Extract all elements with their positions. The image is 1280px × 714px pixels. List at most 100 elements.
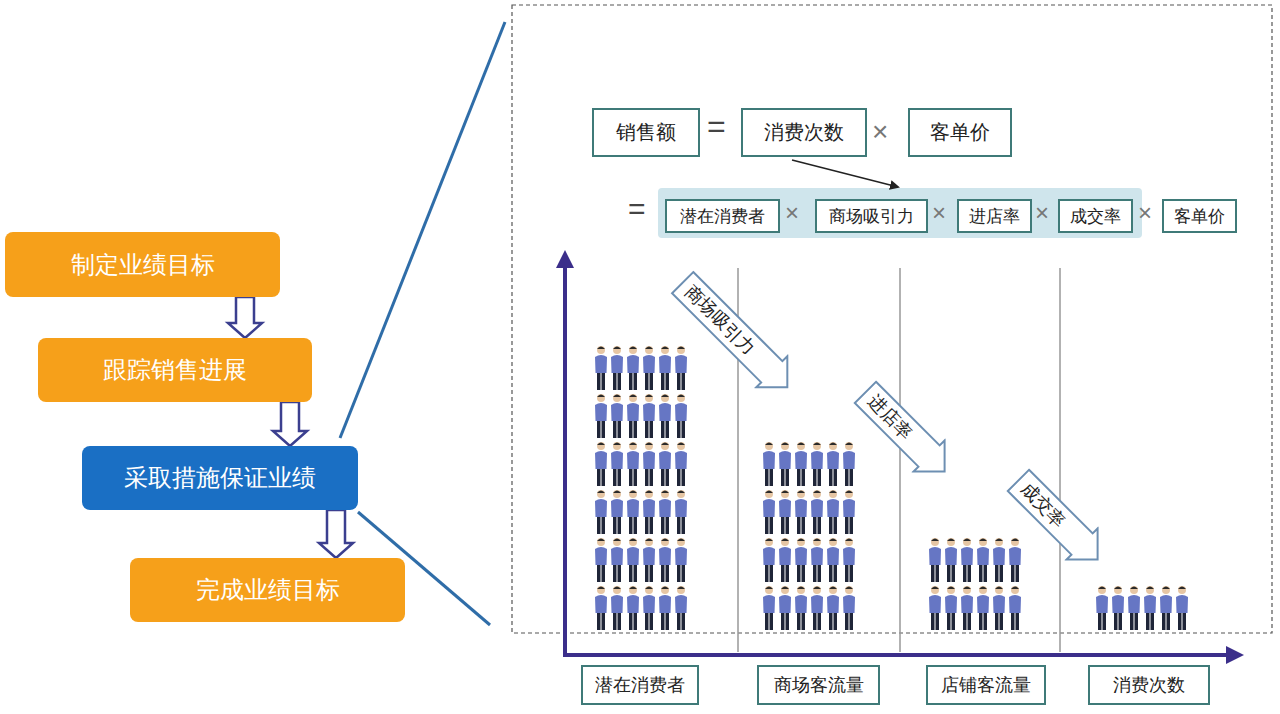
person-head bbox=[797, 538, 805, 546]
person-leg bbox=[1016, 612, 1020, 630]
person-hair bbox=[931, 539, 939, 542]
formula-pointer bbox=[792, 160, 898, 187]
person-body bbox=[611, 403, 623, 421]
person-hair bbox=[1098, 587, 1106, 590]
person-leg bbox=[995, 612, 999, 630]
person-leg bbox=[1098, 612, 1102, 630]
person-head bbox=[677, 538, 685, 546]
person-leg bbox=[845, 468, 849, 486]
person-leg bbox=[1183, 612, 1187, 630]
person-head bbox=[661, 346, 669, 354]
person-hair bbox=[979, 539, 987, 542]
operator-label: × bbox=[872, 116, 888, 148]
person-leg bbox=[597, 612, 601, 630]
person-leg bbox=[802, 612, 806, 630]
person-figure bbox=[811, 442, 823, 486]
person-figure bbox=[1009, 586, 1021, 630]
person-leg bbox=[1167, 612, 1171, 630]
person-figure bbox=[1144, 586, 1156, 630]
person-leg bbox=[1103, 612, 1107, 630]
person-leg bbox=[650, 420, 654, 438]
divider-line bbox=[899, 268, 901, 652]
person-hair bbox=[597, 587, 605, 590]
person-hair bbox=[765, 491, 773, 494]
person-body bbox=[675, 355, 687, 373]
step-box-active: 采取措施保证业绩 bbox=[82, 446, 358, 510]
person-head bbox=[1178, 586, 1186, 594]
person-leg bbox=[765, 612, 769, 630]
person-body bbox=[827, 547, 839, 565]
person-hair bbox=[797, 539, 805, 542]
person-hair bbox=[613, 491, 621, 494]
person-body bbox=[1160, 595, 1172, 613]
person-head bbox=[597, 346, 605, 354]
person-body bbox=[811, 499, 823, 517]
person-hair bbox=[629, 587, 637, 590]
person-body bbox=[977, 595, 989, 613]
person-head bbox=[597, 586, 605, 594]
person-hair bbox=[629, 491, 637, 494]
person-hair bbox=[931, 587, 939, 590]
flow-arrow bbox=[319, 510, 353, 558]
x-axis bbox=[563, 653, 1228, 657]
person-head bbox=[963, 538, 971, 546]
person-leg bbox=[618, 372, 622, 390]
person-leg bbox=[1000, 612, 1004, 630]
person-leg bbox=[650, 564, 654, 582]
person-hair bbox=[629, 443, 637, 446]
person-body bbox=[827, 595, 839, 613]
person-leg bbox=[677, 516, 681, 534]
person-figure bbox=[627, 538, 639, 582]
person-head bbox=[1114, 586, 1122, 594]
person-body bbox=[611, 595, 623, 613]
person-figure bbox=[843, 586, 855, 630]
person-head bbox=[597, 490, 605, 498]
person-figure bbox=[595, 538, 607, 582]
person-hair bbox=[797, 587, 805, 590]
person-body bbox=[929, 595, 941, 613]
person-figure bbox=[779, 442, 791, 486]
person-leg bbox=[661, 564, 665, 582]
person-figure bbox=[611, 346, 623, 390]
node-text: 消费次数 bbox=[1113, 673, 1185, 697]
person-head bbox=[829, 538, 837, 546]
person-head bbox=[645, 346, 653, 354]
person-hair bbox=[829, 587, 837, 590]
person-head bbox=[765, 538, 773, 546]
person-figure bbox=[961, 538, 973, 582]
person-head bbox=[781, 586, 789, 594]
person-hair bbox=[661, 347, 669, 350]
person-leg bbox=[682, 564, 686, 582]
person-head bbox=[979, 586, 987, 594]
person-body bbox=[611, 355, 623, 373]
person-figure bbox=[627, 586, 639, 630]
person-figure bbox=[659, 346, 671, 390]
person-hair bbox=[677, 443, 685, 446]
person-head bbox=[645, 394, 653, 402]
person-leg bbox=[666, 372, 670, 390]
person-leg bbox=[629, 516, 633, 534]
person-leg bbox=[661, 516, 665, 534]
person-leg bbox=[677, 468, 681, 486]
person-body bbox=[811, 451, 823, 469]
person-hair bbox=[797, 443, 805, 446]
node-text: 商场吸引力 bbox=[829, 205, 914, 228]
person-head bbox=[661, 394, 669, 402]
person-leg bbox=[770, 468, 774, 486]
rate-arrow: 成交率 bbox=[1000, 462, 1116, 578]
person-head bbox=[845, 490, 853, 498]
person-hair bbox=[597, 395, 605, 398]
person-leg bbox=[818, 612, 822, 630]
formula-band bbox=[658, 188, 1142, 238]
person-leg bbox=[947, 564, 951, 582]
category-box: 消费次数 bbox=[1088, 665, 1210, 705]
person-head bbox=[781, 538, 789, 546]
person-figure bbox=[1160, 586, 1172, 630]
person-figure bbox=[843, 490, 855, 534]
person-body bbox=[675, 595, 687, 613]
person-body bbox=[763, 547, 775, 565]
person-head bbox=[629, 442, 637, 450]
person-hair bbox=[597, 347, 605, 350]
block-arrow-outline bbox=[1003, 465, 1113, 575]
person-leg bbox=[645, 420, 649, 438]
